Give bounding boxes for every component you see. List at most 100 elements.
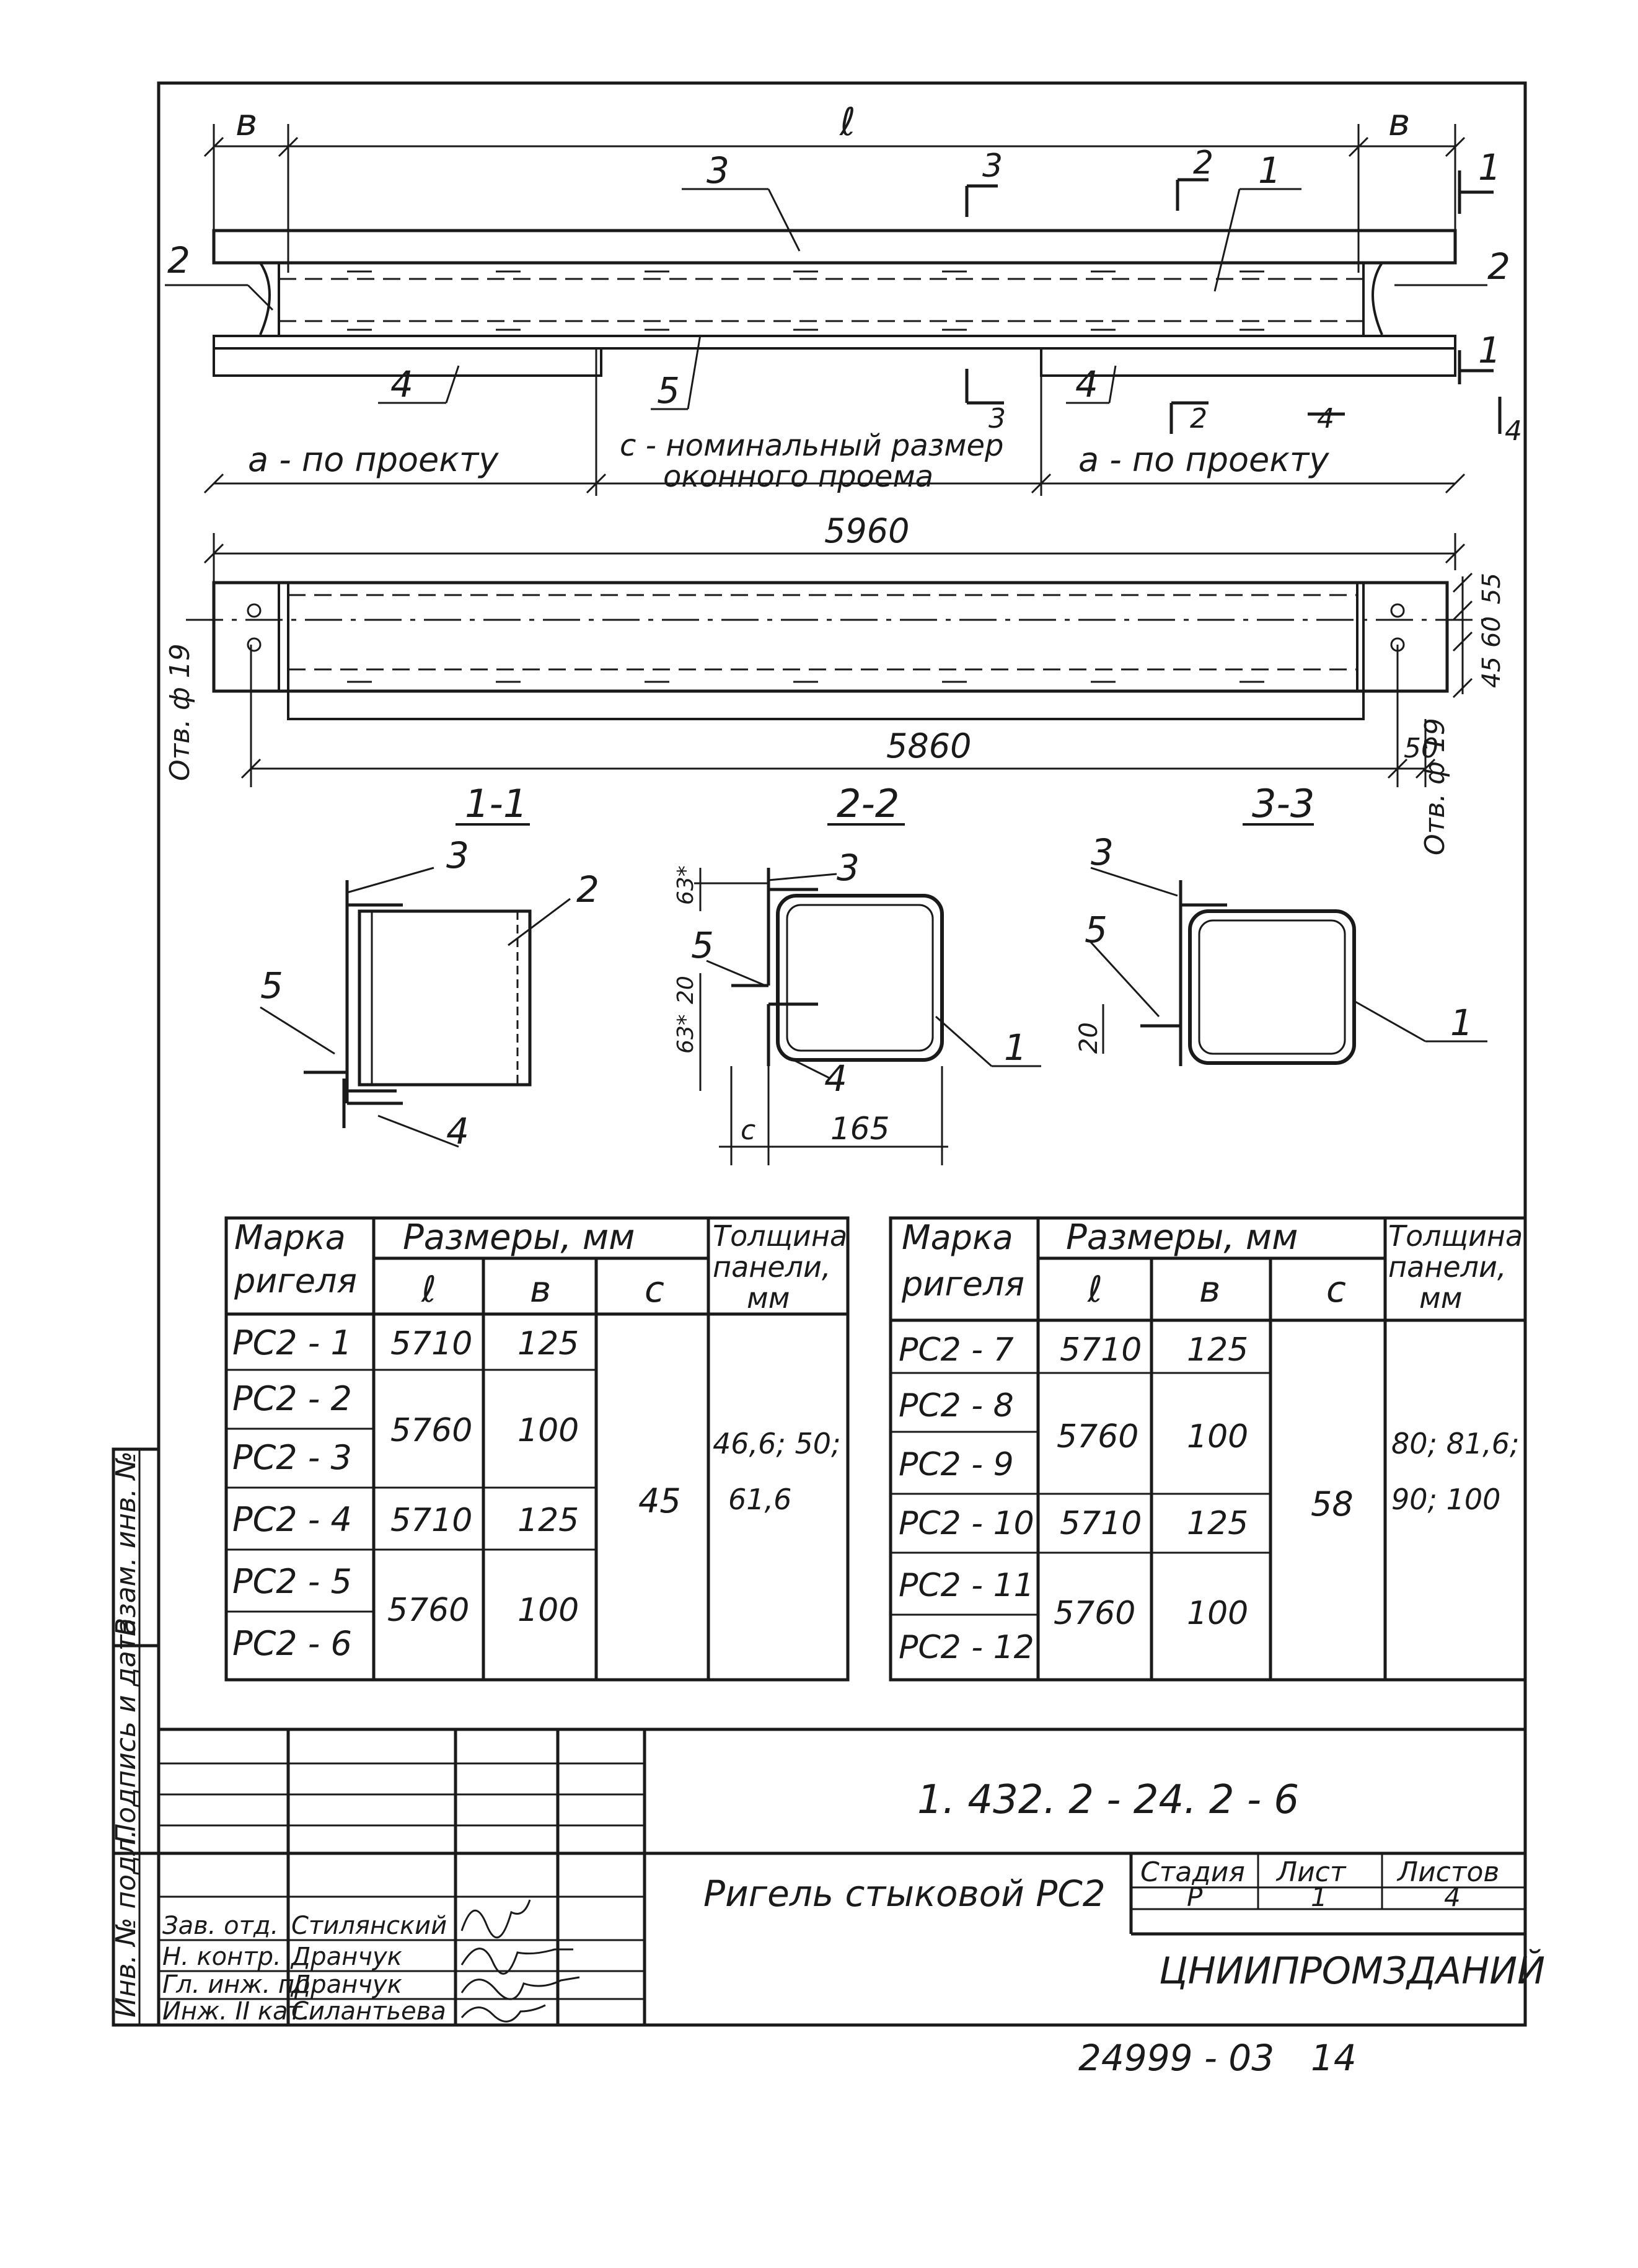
dim-b-left: в (236, 101, 257, 144)
sheet-value: 1 (1311, 1882, 1328, 1912)
tr-r1-mark: РС2 - 7 (899, 1331, 1014, 1369)
s33-pos-3: 3 (1091, 831, 1114, 873)
pos-5-label: 5 (657, 369, 680, 412)
stage-value: Р (1187, 1882, 1203, 1912)
signature-3 (460, 1976, 580, 2000)
tl-r1-mark: РС2 - 1 (232, 1323, 352, 1362)
tr-r5-mark: РС2 - 11 (899, 1567, 1034, 1604)
plan-dim-total: 5960 (824, 511, 909, 550)
pos-2-right-label: 2 (1487, 245, 1510, 288)
tr-r2-mark: РС2 - 8 (899, 1387, 1014, 1424)
cut-3-top: 3 (982, 148, 1003, 185)
dim-b-right: в (1388, 101, 1410, 144)
signature-2 (460, 1948, 573, 1975)
tr-r3-mark: РС2 - 9 (899, 1446, 1014, 1483)
tl-h-thick1: Толщина (713, 1219, 847, 1253)
tr-r1-l: 5710 (1060, 1331, 1142, 1369)
signer-4-name: Силантьева (291, 1997, 446, 2026)
tl-r2-l: 5760 (390, 1412, 472, 1449)
plan-dim-end: 50 (1404, 733, 1438, 764)
sheet-frame (157, 81, 1527, 2027)
plan-view: 5960 55 60 45 (164, 511, 1506, 855)
tl-h-c: с (645, 1268, 664, 1310)
sheets-label: Листов (1396, 1856, 1499, 1888)
pos-2-left-label: 2 (167, 239, 190, 281)
signer-2-role: Н. контр. (162, 1943, 281, 1971)
s33-pos-1: 1 (1450, 1002, 1473, 1044)
footer-number: 24999 - 03 (1078, 2037, 1274, 2079)
stage-label: Стадия (1140, 1856, 1245, 1888)
signer-1-name: Стилянский (291, 1912, 447, 1940)
org-name: ЦНИИПРОМЗДАНИЙ (1159, 1949, 1545, 1993)
dim-l: ℓ (839, 99, 856, 144)
tl-r3-mark: РС2 - 3 (232, 1438, 352, 1477)
side-stamp-inv: Инв. № подл. (110, 1829, 142, 2018)
hole-note-left: Отв. ф 19 (164, 643, 196, 781)
side-stamp-vzam: Взам. инв. № (110, 1451, 142, 1636)
tr-r2-l: 5760 (1057, 1418, 1138, 1455)
pos-4b-label: 4 (1075, 363, 1098, 405)
tl-r1-l: 5710 (390, 1325, 472, 1362)
tr-r5-l: 5760 (1054, 1595, 1135, 1632)
sheet-label: Лист (1275, 1856, 1347, 1888)
tr-r2-b: 100 (1187, 1418, 1248, 1455)
cut-2-bottom: 2 (1190, 403, 1207, 435)
tl-r2-b: 100 (517, 1412, 579, 1449)
s22-pos-1: 1 (1004, 1026, 1027, 1069)
section-1-1-title: 1-1 (465, 781, 527, 826)
tr-r6-mark: РС2 - 12 (899, 1629, 1034, 1666)
tr-h-mark1: Марка (902, 1218, 1013, 1257)
tl-r4-mark: РС2 - 4 (232, 1500, 352, 1539)
tl-r5-mark: РС2 - 5 (232, 1562, 352, 1601)
footer-page: 14 (1311, 2037, 1357, 2079)
tl-c-value: 45 (638, 1481, 681, 1520)
pos-4-label: 4 (390, 363, 413, 405)
elevation-view: в ℓ в 3 1 (165, 99, 1522, 496)
tr-h-thick1: Толщина (1388, 1219, 1523, 1253)
bolt-hole-left-bottom (247, 637, 262, 652)
tl-h-b: в (530, 1268, 551, 1310)
side-stamp: Взам. инв. № Подпись и дата Инв. № подл. (110, 1447, 161, 2027)
s11-pos-2: 2 (576, 868, 599, 911)
signer-2-name: Дранчук (290, 1943, 402, 1971)
table-right: Марка ригеля Размеры, мм ℓ в с Толщина п… (889, 1216, 1527, 1682)
tl-h-l: ℓ (421, 1268, 436, 1310)
s11-pos-4: 4 (446, 1110, 469, 1152)
title-block: 1. 432. 2 - 24. 2 - 6 Ригель стыковой РС… (159, 1727, 1545, 2079)
section-2-2: 2-2 63* 3 5 20 63* 4 1 с 165 (673, 781, 1041, 1165)
tl-h-mark2: ригеля (234, 1261, 357, 1300)
tl-r6-mark: РС2 - 6 (232, 1624, 352, 1663)
tl-r4-l: 5710 (390, 1502, 472, 1539)
tr-thick-line2: 90; 100 (1391, 1483, 1500, 1516)
signature-1 (460, 1899, 531, 1939)
tr-h-c: с (1326, 1268, 1346, 1310)
tl-r4-b: 125 (517, 1502, 579, 1539)
tr-thick-line1: 80; 81,6; (1391, 1427, 1520, 1460)
s33-dim-20: 20 (1075, 1022, 1103, 1054)
section-3-3-title: 3-3 (1252, 781, 1314, 826)
tr-h-l: ℓ (1087, 1268, 1103, 1310)
s11-pos-5: 5 (260, 964, 283, 1007)
tr-r4-l: 5710 (1060, 1505, 1142, 1542)
tr-c-value: 58 (1311, 1485, 1354, 1524)
section-1-1: 1-1 3 2 5 4 (260, 781, 599, 1152)
table-left: Марка ригеля Размеры, мм ℓ в с Толщина п… (224, 1216, 850, 1682)
tr-h-thick2: панели, (1388, 1250, 1507, 1284)
tr-h-b: в (1199, 1268, 1220, 1310)
signer-3-role: Гл. инж. пр. (162, 1970, 318, 1999)
tr-h-dims: Размеры, мм (1066, 1217, 1298, 1258)
tl-h-thick3: мм (747, 1281, 790, 1315)
tl-h-mark1: Марка (234, 1218, 346, 1257)
tl-r2-mark: РС2 - 2 (232, 1379, 352, 1418)
tl-h-thick2: панели, (713, 1250, 831, 1284)
s22-pos-3: 3 (837, 847, 860, 889)
span-a-right: a - по проекту (1078, 440, 1329, 479)
signer-1-role: Зав. отд. (162, 1912, 278, 1940)
s22-dim-c: с (741, 1114, 755, 1146)
s22-dim-20: 20 (673, 976, 698, 1004)
bolt-hole-right-top (1390, 603, 1405, 618)
pos-3-label: 3 (707, 149, 729, 192)
signer-4-role: Инж. II кат. (162, 1997, 310, 2026)
span-a-left: a - по проекту (248, 440, 499, 479)
